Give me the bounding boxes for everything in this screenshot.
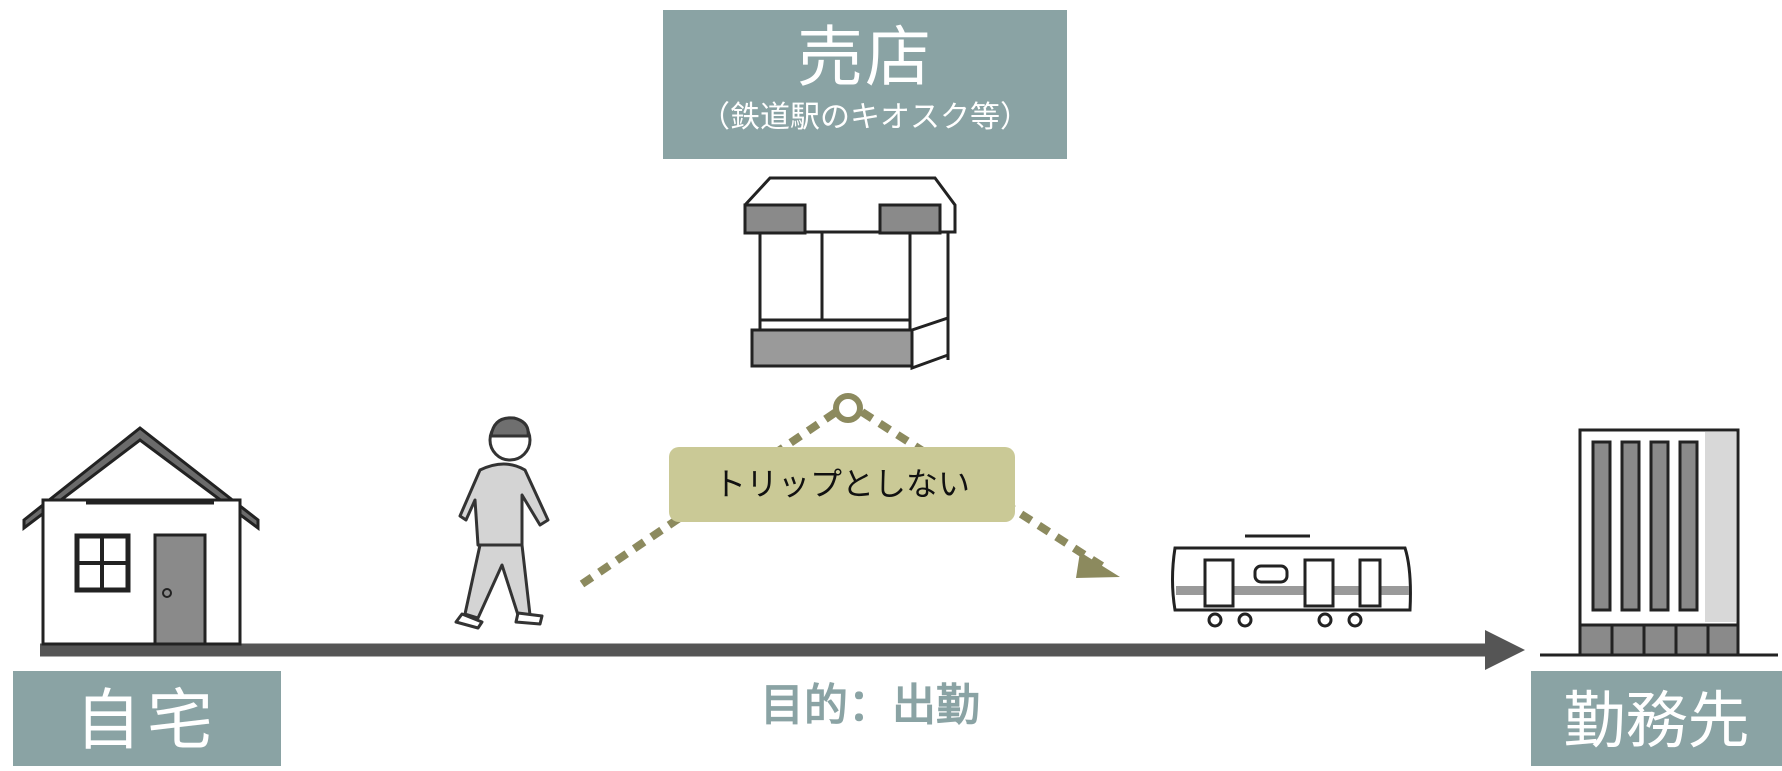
house-icon [22, 426, 260, 646]
stop-point [833, 393, 863, 423]
store-label-box: 売店 （鉄道駅のキオスク等） [663, 10, 1067, 159]
office-building-icon [1540, 428, 1778, 657]
home-label: 自宅 [13, 671, 281, 766]
trip-note: トリップとしない [669, 447, 1015, 522]
walking-person-icon [454, 416, 550, 630]
store-title: 売店 [797, 19, 933, 96]
kiosk-icon [743, 176, 957, 371]
work-label: 勤務先 [1531, 671, 1782, 766]
train-icon [1171, 534, 1412, 628]
detour-arrowhead [1076, 552, 1120, 578]
store-subtitle: （鉄道駅のキオスク等） [700, 100, 1030, 135]
purpose-label: 目的：出勤 [760, 680, 980, 731]
route-arrow [40, 630, 1525, 670]
